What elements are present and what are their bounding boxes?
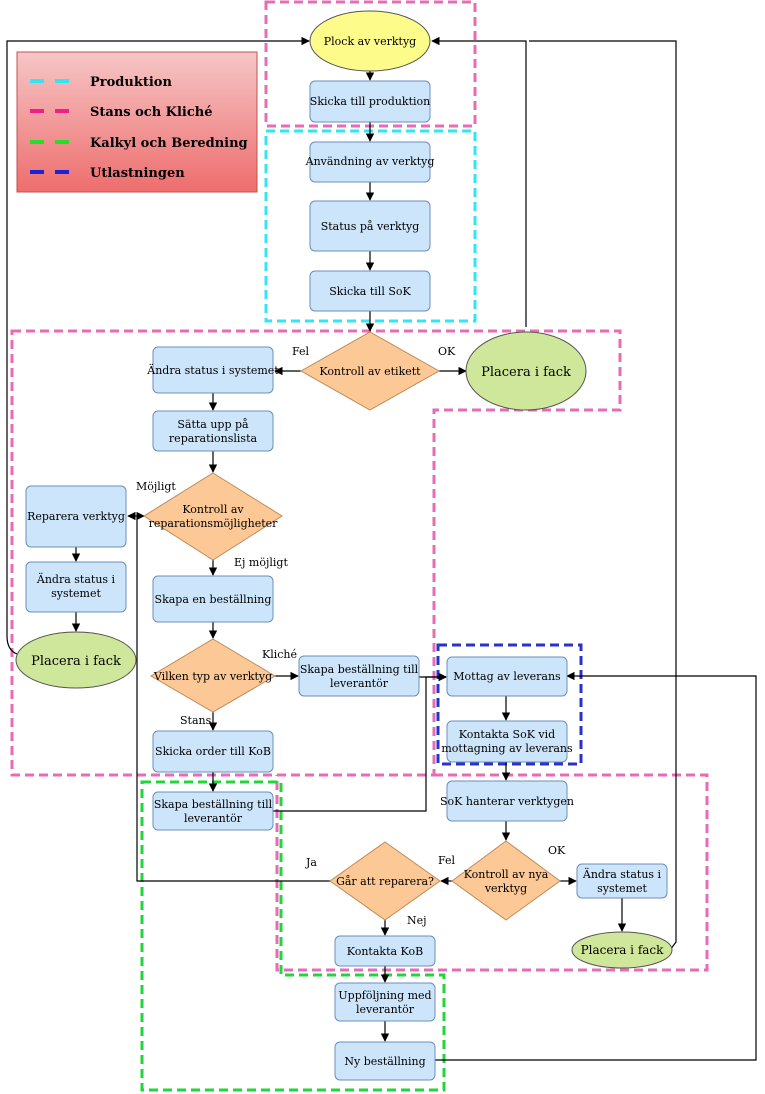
node-anvandning: Användning av verktyg: [305, 141, 435, 183]
node-label: Skapa beställning till: [300, 663, 419, 676]
node-label: Placera i fack: [581, 943, 665, 957]
legend-box: [16, 51, 258, 193]
node-andra-status-3: Ändra status i systemet: [576, 863, 668, 899]
node-label: leverantör: [356, 1003, 415, 1016]
edge-ny-to-mottag: [434, 671, 757, 1061]
node-label: Uppföljning med: [338, 989, 431, 1002]
node-label: Reparera verktyg: [27, 510, 125, 523]
node-skicka-kob: Skicka order till KoB: [152, 730, 274, 773]
node-andra-status-2: Ändra status i systemet: [25, 561, 127, 613]
node-skicka-produktion: Skicka till produktion: [309, 80, 431, 123]
node-satta-upp: Sätta upp på reparationslista: [152, 410, 274, 452]
legend-item-produktion: Produktion: [30, 75, 172, 90]
edge-label-mojligt: Möjligt: [136, 480, 176, 493]
node-status-verktyg: Status på verktyg: [309, 200, 431, 252]
node-skapa-leverantor-2: Skapa beställning till leverantör: [152, 791, 274, 831]
node-label: Skapa en beställning: [155, 593, 272, 606]
node-label: Ny beställning: [344, 1055, 425, 1068]
node-vilken-typ: Vilken typ av verktyg: [150, 638, 276, 713]
edge-label-fel: Fel: [292, 345, 310, 358]
node-label: Kontakta KoB: [347, 945, 423, 958]
node-label: systemet: [51, 587, 101, 600]
node-label: systemet: [597, 882, 647, 895]
edge-label-ja: Ja: [305, 856, 317, 869]
edge-label-fel-nya: Fel: [438, 854, 456, 867]
node-label: verktyg: [484, 882, 527, 895]
node-andra-status-1: Ändra status i systemet: [146, 346, 279, 394]
node-label: Kontroll av etikett: [319, 365, 421, 378]
node-label: leverantör: [330, 677, 389, 690]
edge-ja: [136, 511, 330, 882]
node-label: Mottag av leverans: [453, 670, 561, 683]
node-sok-hanterar: SoK hanterar verktygen: [440, 780, 574, 822]
edge-lev2-to-mottag: [273, 672, 447, 812]
node-label: reparationsmöjligheter: [149, 517, 279, 530]
node-label: Status på verktyg: [321, 220, 420, 233]
node-label: Ändra status i: [36, 572, 116, 586]
node-label: Kontroll av: [182, 503, 244, 516]
connectors: [6, 36, 757, 1061]
legend: Produktion Stans och Kliché Kalkyl och B…: [16, 51, 258, 193]
node-gar-reparera: Går att reparera?: [329, 841, 441, 921]
node-kontakta-sok: Kontakta SoK vid mottagning av leverans: [441, 720, 573, 763]
node-label: Placera i fack: [481, 365, 571, 380]
node-plock: Plock av verktyg: [309, 10, 431, 72]
node-label: Går att reparera?: [336, 875, 434, 888]
node-label: Sätta upp på: [177, 418, 249, 431]
edge-label-ok-nya: OK: [548, 844, 566, 857]
node-ny-bestallning: Ny beställning: [334, 1041, 436, 1081]
node-label: Skapa beställning till: [154, 798, 273, 811]
edge-return-plock-left: [6, 36, 310, 655]
node-label: Skicka till produktion: [310, 95, 430, 108]
legend-item-kalkyl: Kalkyl och Beredning: [30, 136, 248, 151]
edge-label-kliche: Kliché: [262, 648, 297, 661]
edge-label-nej: Nej: [407, 914, 427, 927]
node-kontakta-kob: Kontakta KoB: [334, 935, 436, 967]
node-label: Skicka order till KoB: [155, 745, 271, 758]
region-kalkyl: [140, 780, 446, 1092]
node-kontroll-nya: Kontroll av nya verktyg: [451, 840, 561, 921]
node-label: Skicka till SoK: [329, 285, 411, 298]
edge-label-ej-mojligt: Ej möjligt: [234, 556, 288, 569]
node-label: Plock av verktyg: [324, 35, 416, 48]
node-label: leverantör: [184, 812, 243, 825]
edge-label-ok: OK: [438, 345, 456, 358]
node-placera-fack-1: Placera i fack: [465, 331, 587, 411]
node-label: SoK hanterar verktygen: [440, 795, 574, 808]
edge-label-stans: Stans: [180, 714, 212, 727]
legend-label: Produktion: [90, 75, 172, 90]
node-label: Kontakta SoK vid: [459, 728, 555, 741]
edge-labels: Fel OK Möjligt Ej möjligt Kliché Stans F…: [136, 345, 566, 927]
legend-item-stans: Stans och Kliché: [30, 105, 213, 120]
region-utlastning: [436, 643, 583, 766]
edge-return-plock: [431, 36, 527, 327]
node-label: reparationslista: [169, 432, 258, 445]
node-label: Placera i fack: [31, 654, 121, 669]
legend-label: Utlastningen: [90, 166, 185, 181]
node-placera-fack-2: Placera i fack: [15, 631, 137, 689]
region-stans-bottom: [275, 773, 709, 972]
edge-return-plock-right: [529, 40, 677, 951]
legend-label: Stans och Kliché: [90, 105, 213, 120]
node-skicka-sok: Skicka till SoK: [309, 270, 431, 312]
node-label: Ändra status i: [582, 867, 662, 881]
node-skapa-leverantor-1: Skapa beställning till leverantör: [298, 655, 420, 697]
node-skapa-bestallning: Skapa en beställning: [152, 575, 274, 623]
node-kontroll-etikett: Kontroll av etikett: [299, 331, 441, 411]
node-kontroll-reparation: Kontroll av reparationsmöjligheter: [143, 472, 283, 561]
node-reparera: Reparera verktyg: [25, 485, 127, 548]
node-placera-fack-3: Placera i fack: [571, 931, 673, 969]
nodes: Plock av verktyg Skicka till produktion …: [15, 10, 673, 1081]
node-label: mottagning av leverans: [441, 742, 573, 755]
legend-label: Kalkyl och Beredning: [90, 136, 248, 151]
node-label: Ändra status i systemet: [146, 363, 279, 377]
node-label: Vilken typ av verktyg: [153, 670, 272, 683]
node-label: Användning av verktyg: [305, 155, 435, 168]
node-uppfoljning: Uppföljning med leverantör: [334, 982, 436, 1022]
legend-item-utlastning: Utlastningen: [30, 166, 185, 181]
node-label: Kontroll av nya: [464, 868, 549, 881]
node-mottag: Mottag av leverans: [446, 656, 568, 697]
region-stans-middle: [10, 329, 622, 777]
